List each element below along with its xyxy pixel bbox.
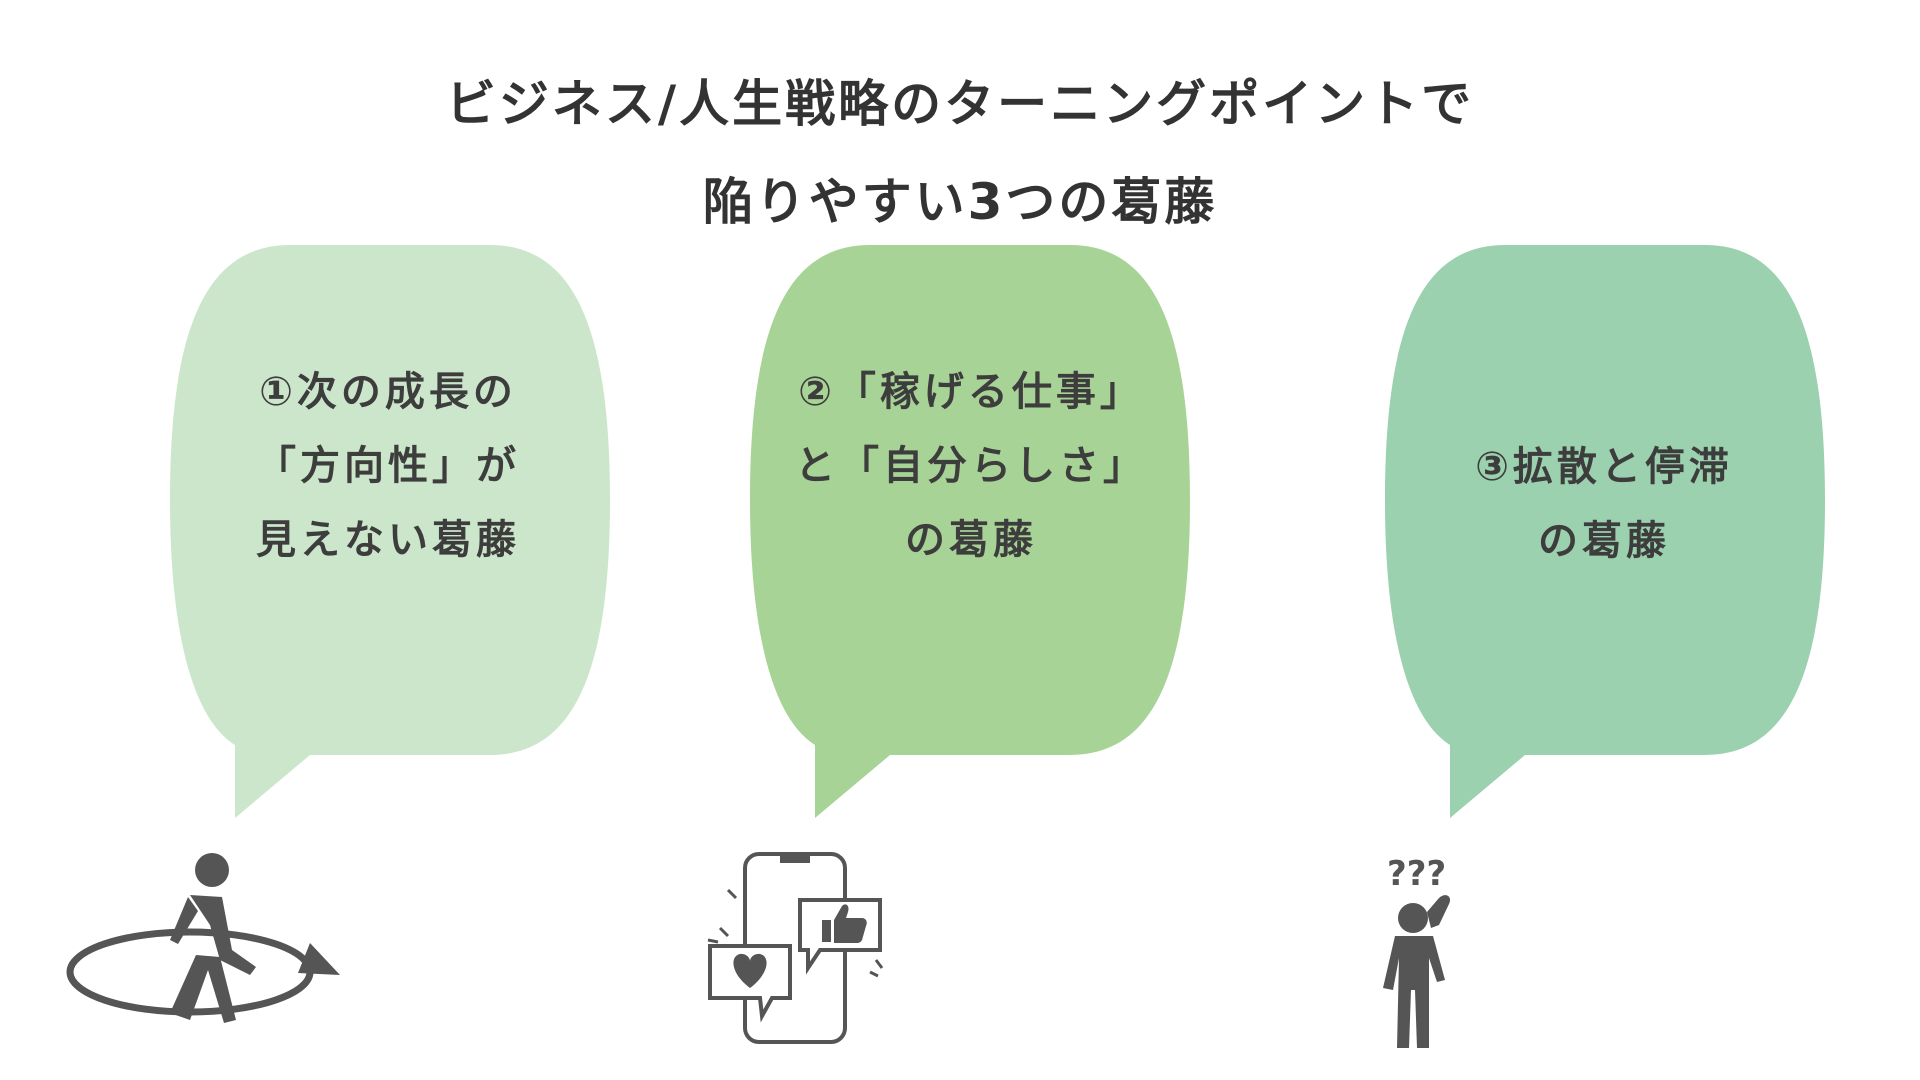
page-title: ビジネス/人生戦略のターニングポイントで 陥りやすい3つの葛藤 <box>0 55 1920 251</box>
bubble-3-line-1: ③拡散と停滞 <box>1475 444 1733 490</box>
bubble-1-line-1: ①次の成長の <box>259 369 517 415</box>
bubble-1-line-2: 「方向性」が <box>256 443 520 489</box>
speech-bubble-2-shape <box>750 245 1190 818</box>
walking-person <box>170 853 256 1023</box>
bubble-3-text: ③拡散と停滞 の葛藤 <box>1384 430 1824 578</box>
bubble-3-line-2: の葛藤 <box>1538 518 1670 564</box>
speech-bubble-3-shape <box>1385 245 1825 818</box>
smartphone-like-heart-icon <box>707 852 884 1044</box>
arrow-head <box>298 943 340 975</box>
walking-person-circle-arrow-icon <box>66 853 340 1023</box>
bubble-2-line-2: と「自分らしさ」 <box>795 443 1147 489</box>
speech-bubble-3 <box>1385 245 1825 818</box>
bubble-2-line-1: ②「稼げる仕事」 <box>798 369 1144 415</box>
confused-person <box>1383 895 1451 1048</box>
phone-speaker <box>780 854 810 863</box>
speech-bubble-2 <box>750 245 1190 818</box>
speech-bubble-1 <box>170 245 610 818</box>
speech-bubble-1-shape <box>170 245 610 818</box>
confused-person-question-marks-icon: ??? <box>1383 854 1451 1048</box>
bubble-1-line-3: 見えない葛藤 <box>256 517 520 563</box>
thumbs-up-icon <box>822 904 867 943</box>
bubble-2-text: ②「稼げる仕事」 と「自分らしさ」 の葛藤 <box>751 355 1191 577</box>
bubble-2-line-3: の葛藤 <box>905 517 1037 563</box>
bubble-1-text: ①次の成長の 「方向性」が 見えない葛藤 <box>168 355 608 577</box>
question-marks: ??? <box>1387 854 1446 894</box>
heart-icon <box>733 953 767 988</box>
sparkle-lines <box>707 888 884 978</box>
page-title-line-2: 陥りやすい3つの葛藤 <box>702 173 1218 231</box>
page-title-line-1: ビジネス/人生戦略のターニングポイントで <box>445 75 1475 133</box>
